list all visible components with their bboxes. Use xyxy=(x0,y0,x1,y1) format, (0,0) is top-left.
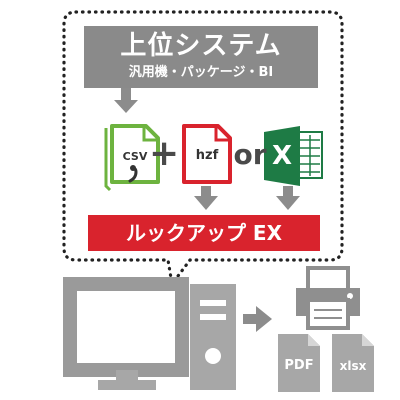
pc-tower-icon xyxy=(190,284,236,390)
csv-file-icon xyxy=(104,124,160,192)
hzf-file-icon xyxy=(182,124,232,184)
upper-system-title: 上位システム xyxy=(120,31,282,61)
pdf-file-icon xyxy=(278,334,320,392)
product-box xyxy=(88,215,320,251)
plus-symbol: + xyxy=(149,133,180,174)
csv-label: CSV xyxy=(122,150,148,163)
hzf-label: hzf xyxy=(195,148,219,163)
pdf-label: PDF xyxy=(284,358,314,373)
upper-system-box xyxy=(84,26,318,88)
arrow-down-icon xyxy=(114,88,138,113)
printer-icon xyxy=(296,266,360,330)
or-word: or xyxy=(233,138,267,171)
arrow-right-icon xyxy=(243,306,272,332)
monitor-icon xyxy=(63,277,189,390)
product-name: ルックアップ EX xyxy=(125,221,283,245)
xlsx-label: xlsx xyxy=(339,359,367,373)
excel-letter: X xyxy=(271,141,293,171)
arrow-down-icon xyxy=(276,186,300,210)
arrow-down-icon xyxy=(194,186,218,210)
speech-bubble-outline xyxy=(62,10,344,286)
excel-file-icon xyxy=(264,126,323,186)
xlsx-file-icon xyxy=(332,334,374,392)
upper-system-subtitle: 汎用機・パッケージ・BI xyxy=(128,65,274,80)
